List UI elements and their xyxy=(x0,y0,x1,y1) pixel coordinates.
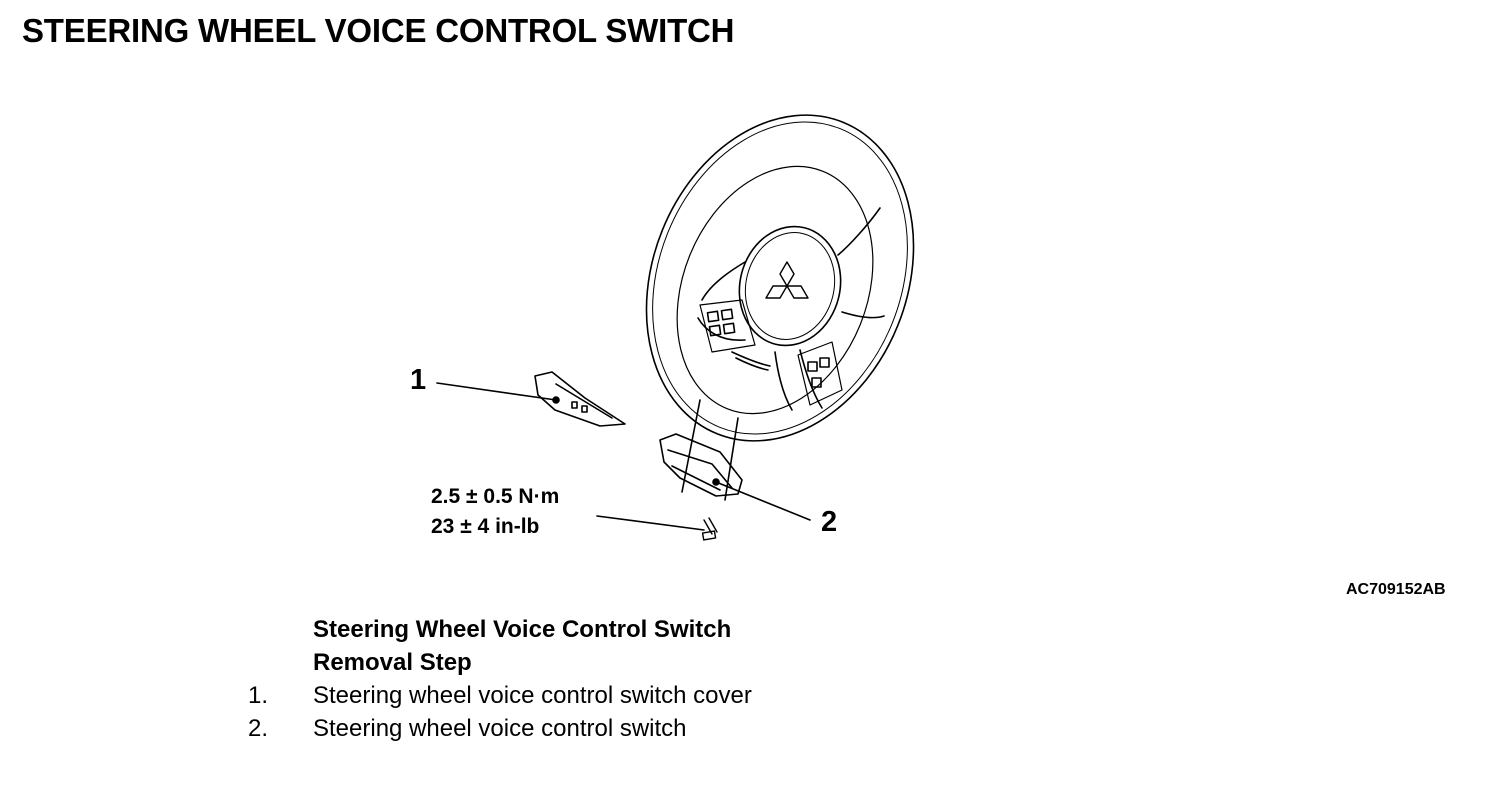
torque-imperial: 23 ± 4 in-lb xyxy=(431,515,540,538)
steering-wheel-rim xyxy=(645,114,915,442)
callout-1: 1 xyxy=(410,364,427,396)
page-title: STEERING WHEEL VOICE CONTROL SWITCH xyxy=(22,12,735,49)
torque-metric: 2.5 ± 0.5 N·m xyxy=(431,485,560,508)
step-text: Steering wheel voice control switch xyxy=(313,715,687,742)
step-item: 2. Steering wheel voice control switch xyxy=(248,712,753,745)
figure-code: AC709152AB xyxy=(1346,581,1446,598)
airbag-hub xyxy=(738,225,842,347)
mounting-screw xyxy=(701,517,718,541)
step-number: 2. xyxy=(248,715,269,742)
torque-spec: 2.5 ± 0.5 N·m 23 ± 4 in-lb xyxy=(431,482,559,542)
brand-logo xyxy=(765,261,809,299)
leader-line-1 xyxy=(436,382,557,401)
step-number: 1. xyxy=(248,682,269,709)
procedure-steps: 1. Steering wheel voice control switch c… xyxy=(248,679,753,745)
leader-line-torque xyxy=(596,515,705,531)
callout-2: 2 xyxy=(821,506,838,538)
step-item: 1. Steering wheel voice control switch c… xyxy=(248,679,753,712)
procedure-heading: Steering Wheel Voice Control Switch Remo… xyxy=(313,616,732,676)
leader-line-2 xyxy=(715,481,811,521)
voice-control-switch-part xyxy=(659,433,743,497)
step-text: Steering wheel voice control switch cove… xyxy=(313,682,752,709)
